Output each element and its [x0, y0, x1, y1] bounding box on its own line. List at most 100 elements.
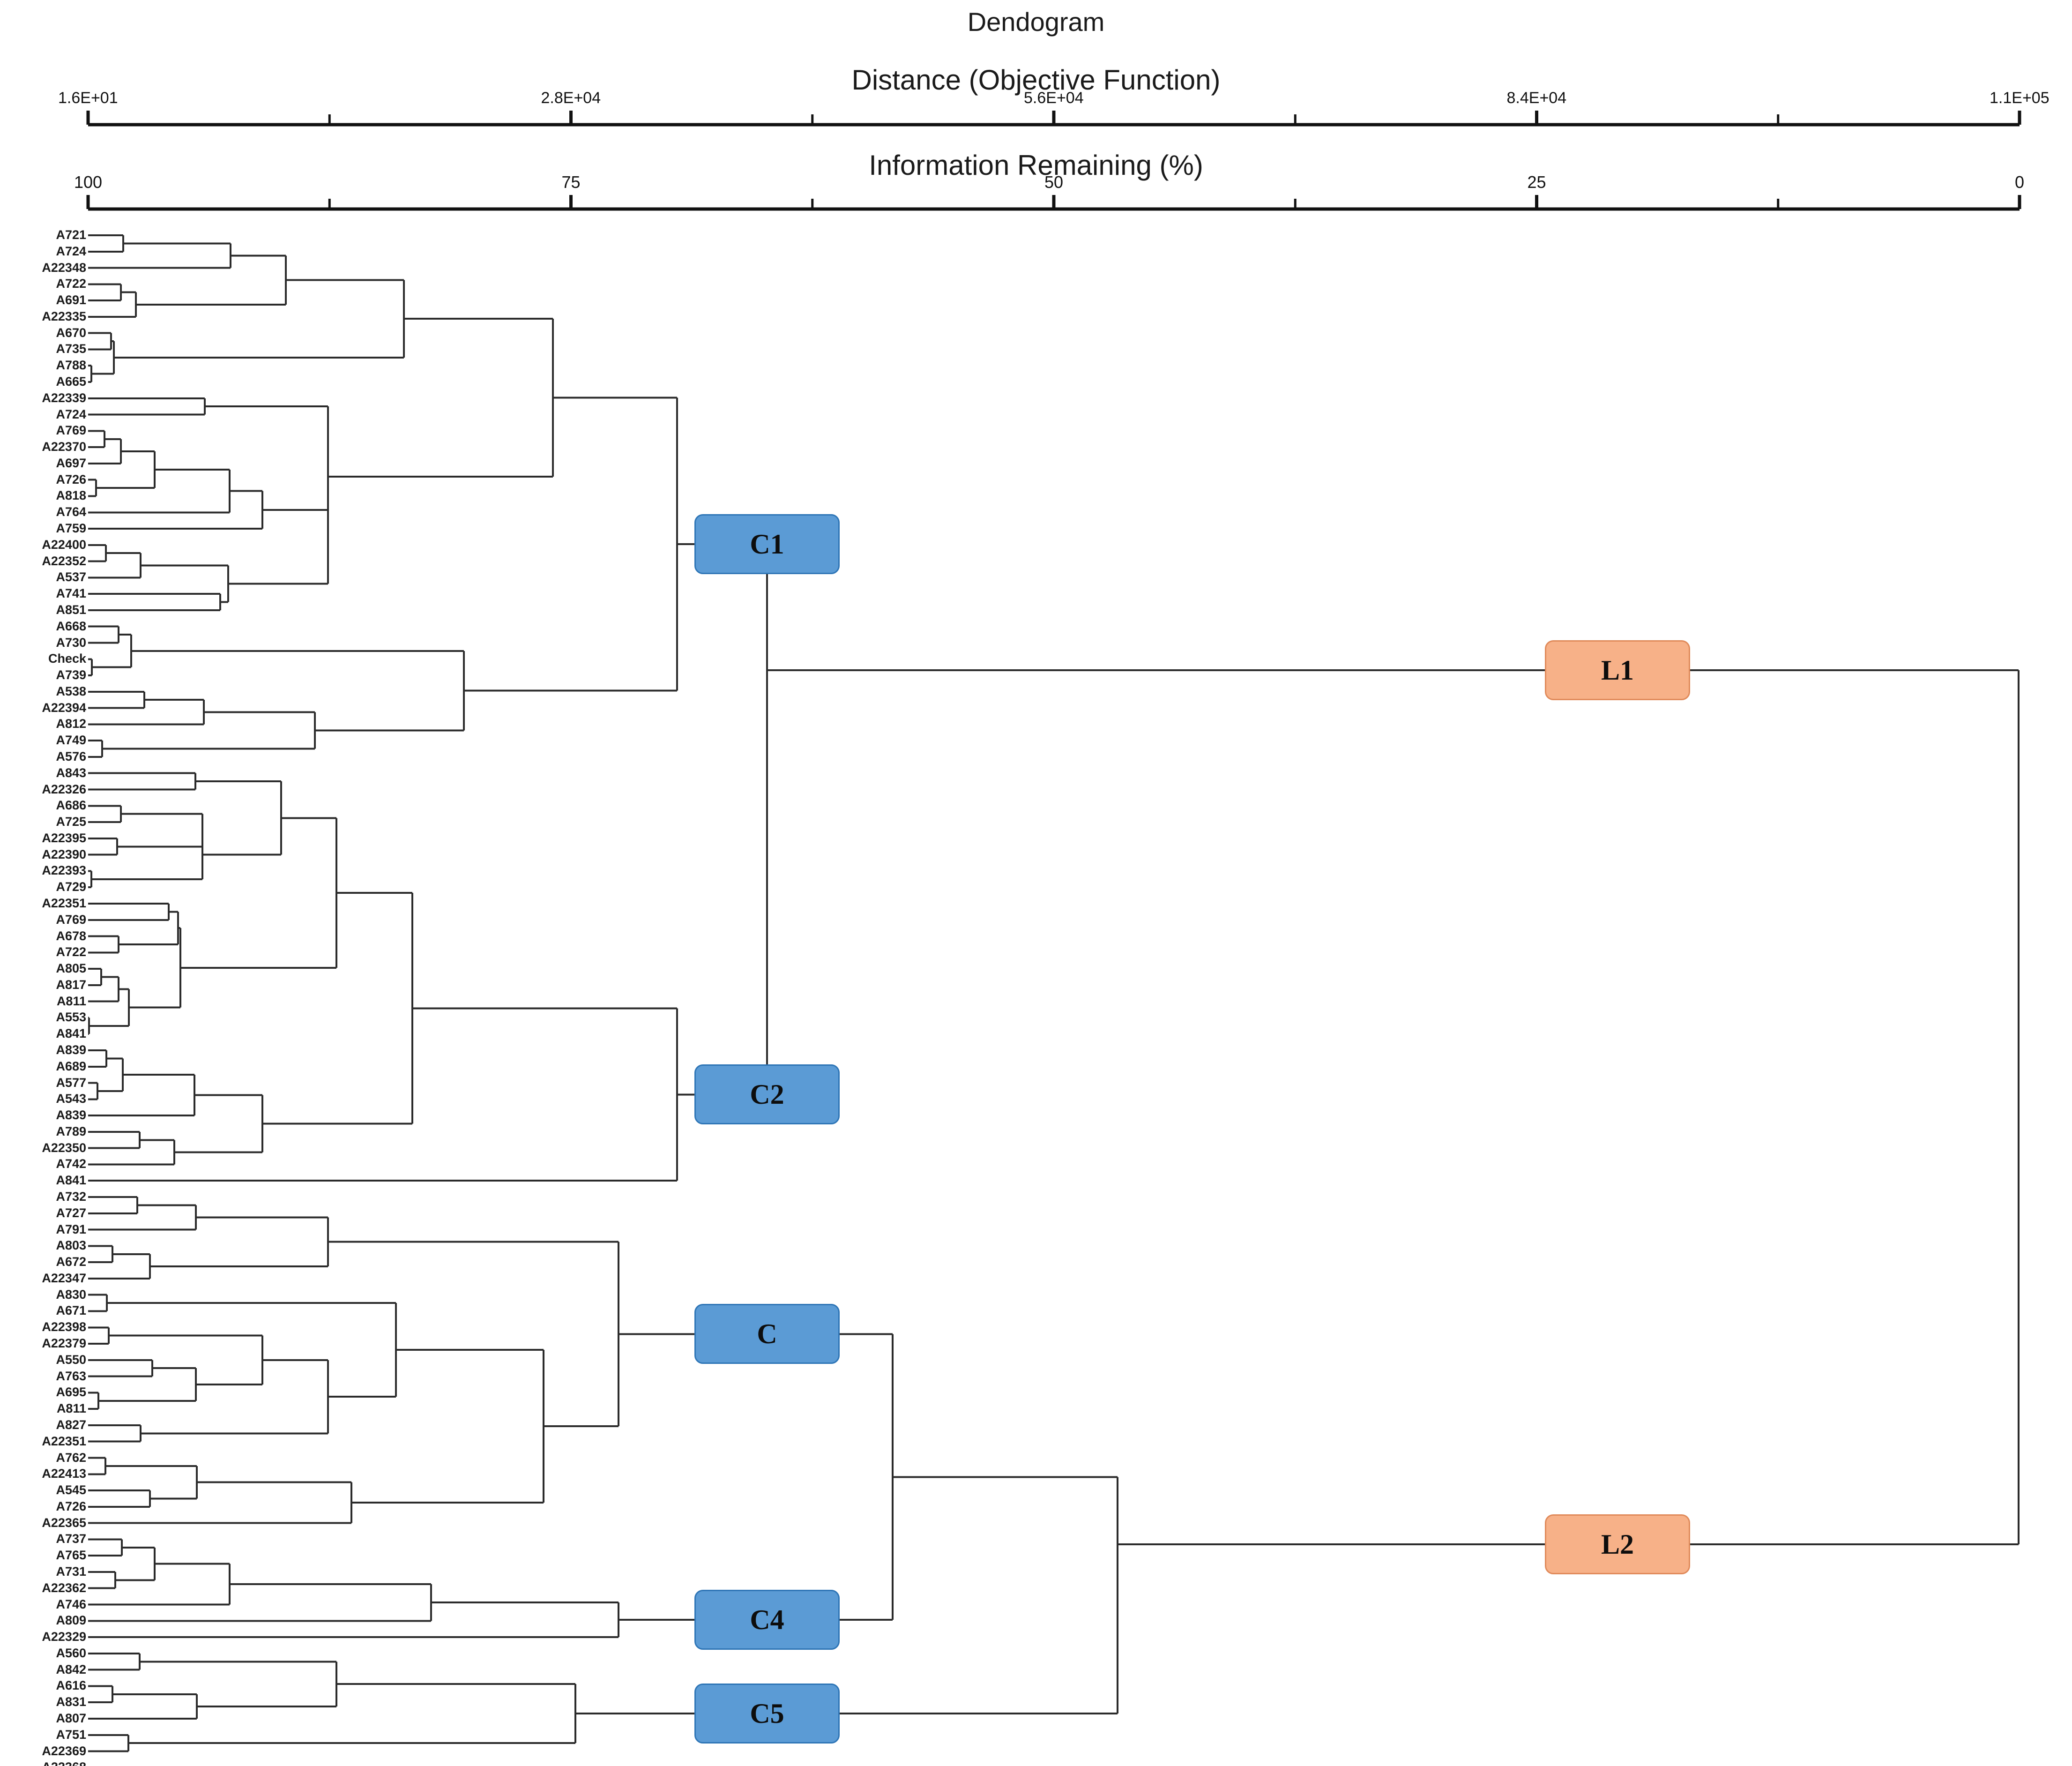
leaf-label: A22351: [42, 896, 86, 910]
leaf-label: A725: [56, 815, 86, 829]
leaf-label: A809: [56, 1613, 86, 1628]
leaf-label: A22400: [42, 537, 86, 552]
leaf-label: A22339: [42, 390, 86, 405]
leaf-label: A678: [56, 928, 86, 943]
leaf-label: A672: [56, 1255, 86, 1269]
leaf-label: A839: [56, 1108, 86, 1122]
leaf-label: A730: [56, 635, 86, 650]
leaf-label: Check: [48, 651, 86, 666]
leaf-label: A724: [56, 407, 86, 421]
leaf-label: A811: [56, 1401, 86, 1416]
leaf-label: A543: [56, 1092, 86, 1106]
leaf-label: A724: [56, 244, 86, 258]
axis-tick-label: 1.1E+05: [1990, 89, 2050, 107]
leaf-label: A827: [56, 1417, 86, 1432]
leaf-label: A22370: [42, 440, 86, 454]
leaf-label: A22394: [42, 700, 86, 715]
supercluster-node-l1[interactable]: L1: [1545, 640, 1690, 700]
leaf-label: A769: [56, 912, 86, 927]
leaf-label: A726: [56, 1499, 86, 1513]
axis-tick-label: 0: [2015, 172, 2025, 192]
leaf-label: A726: [56, 472, 86, 486]
leaf-label: A722: [56, 277, 86, 291]
leaf-label: A22348: [42, 260, 86, 275]
leaf-label: A841: [56, 1173, 86, 1188]
axis-title-information: Information Remaining (%): [869, 150, 1203, 181]
leaf-label: A742: [56, 1157, 86, 1171]
leaf-label: A537: [56, 570, 86, 584]
information-axis: [86, 195, 2021, 211]
leaf-label: A22390: [42, 847, 86, 861]
page-title: Dendogram: [967, 7, 1105, 37]
leaf-label: A691: [56, 293, 86, 307]
leaf-label: A22369: [42, 1744, 86, 1758]
cluster-node-c[interactable]: C: [694, 1304, 840, 1364]
leaf-label: A751: [56, 1727, 86, 1742]
leaf-label: A22398: [42, 1320, 86, 1334]
leaf-label: A811: [56, 994, 86, 1008]
leaf-label: A22352: [42, 554, 86, 568]
leaf-label: A831: [56, 1695, 86, 1709]
axis-tick-label: 2.8E+04: [541, 89, 601, 107]
leaf-label: A22347: [42, 1271, 86, 1285]
leaf-label: A789: [56, 1124, 86, 1138]
leaf-label: A807: [56, 1711, 86, 1725]
leaf-label: A727: [56, 1205, 86, 1220]
leaf-label: A560: [56, 1646, 86, 1660]
leaf-label: A22335: [42, 309, 86, 323]
axis-tick-label: 100: [74, 172, 103, 192]
leaf-label: A830: [56, 1287, 86, 1302]
cluster-node-c1[interactable]: C1: [694, 514, 840, 575]
leaf-label: A697: [56, 456, 86, 470]
leaf-label: A818: [56, 488, 86, 503]
leaf-label: A803: [56, 1238, 86, 1253]
leaf-label: A842: [56, 1662, 86, 1676]
leaf-label: A553: [56, 1010, 86, 1025]
leaf-label: A732: [56, 1190, 86, 1204]
leaf-label: A839: [56, 1043, 86, 1057]
leaf-label: A737: [56, 1532, 86, 1546]
cluster-node-c5[interactable]: C5: [694, 1684, 840, 1744]
leaf-label: A22379: [42, 1336, 86, 1351]
supercluster-node-l2[interactable]: L2: [1545, 1514, 1690, 1574]
leaf-label: A759: [56, 521, 86, 536]
leaf-label: A791: [56, 1222, 86, 1236]
leaf-label: A689: [56, 1059, 86, 1073]
leaf-label: A576: [56, 749, 86, 763]
leaf-label: A841: [56, 1026, 86, 1041]
leaf-label: A22326: [42, 782, 86, 796]
leaf-label: A764: [56, 505, 86, 519]
leaf-label: A686: [56, 798, 86, 813]
leaf-label: A616: [56, 1678, 86, 1693]
leaf-label: A843: [56, 765, 86, 780]
leaf-label: A695: [56, 1385, 86, 1399]
leaf-label: A670: [56, 325, 86, 340]
leaf-label: A22351: [42, 1434, 86, 1448]
leaf-label: A577: [56, 1075, 86, 1090]
leaf-label: A729: [56, 880, 86, 894]
leaf-label: A731: [56, 1564, 86, 1579]
leaf-label: A788: [56, 358, 86, 373]
leaf-label: A671: [56, 1303, 86, 1318]
cluster-node-c2[interactable]: C2: [694, 1064, 840, 1125]
cluster-node-c4[interactable]: C4: [694, 1590, 840, 1650]
leaf-label: A22395: [42, 831, 86, 845]
distance-axis: [86, 111, 2021, 127]
leaf-label: A763: [56, 1369, 86, 1383]
leaf-label: A22362: [42, 1580, 86, 1595]
leaf-label: A817: [56, 977, 86, 992]
leaf-label: A851: [56, 602, 86, 617]
leaf-label: A538: [56, 684, 86, 698]
leaf-label: A545: [56, 1483, 86, 1497]
leaf-label: A769: [56, 423, 86, 438]
leaf-label: A550: [56, 1352, 86, 1367]
leaf-label: A721: [56, 228, 86, 242]
axis-tick-label: 50: [1044, 172, 1064, 192]
axis-tick-label: 1.6E+01: [58, 89, 118, 107]
leaf-label: A741: [56, 586, 86, 601]
leaf-label: A668: [56, 619, 86, 633]
leaf-label: A22393: [42, 863, 86, 878]
